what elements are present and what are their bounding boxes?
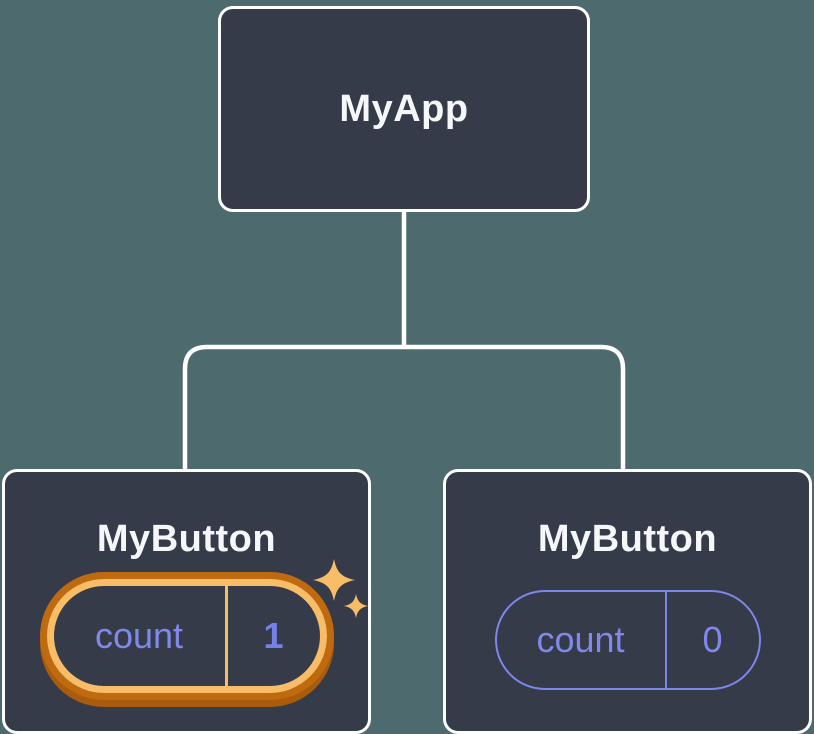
node-label: MyButton [537,518,718,560]
node-label: MyApp [339,88,469,130]
pill-divider [224,586,228,686]
state-pill-highlighted: count 1 [46,579,327,693]
state-value: 1 [263,615,284,656]
node-mybutton-left: MyButton count 1 [2,469,371,734]
node-label: MyButton [96,518,277,560]
state-key: count [94,615,184,656]
state-key: count [536,619,625,660]
pill-divider [664,592,667,688]
node-myapp: MyApp [218,6,590,212]
state-value: 0 [702,619,723,660]
node-mybutton-right: MyButton count 0 [443,469,812,734]
state-pill: count 0 [494,590,761,690]
